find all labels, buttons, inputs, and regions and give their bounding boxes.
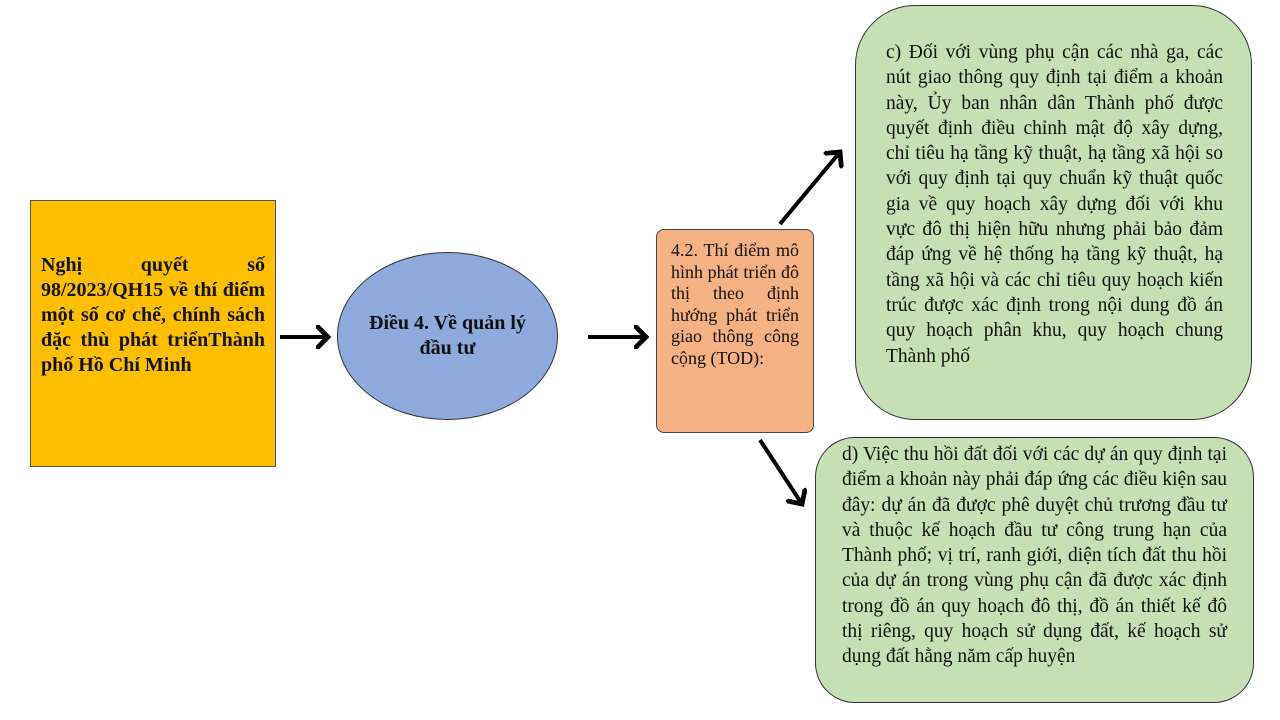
resolution-box: Nghị quyết số 98/2023/QH15 về thí điểm m… <box>30 200 276 467</box>
arrow-tod-to-c <box>778 152 840 226</box>
tod-box: 4.2. Thí điểm mô hình phát triển đô thị … <box>656 229 814 433</box>
article-4-label: Điều 4. Về quản lý đầu tư <box>369 312 526 359</box>
arrow-tod-to-d <box>758 438 802 504</box>
point-c-box: c) Đối với vùng phụ cận các nhà ga, các … <box>855 5 1252 420</box>
point-d-box: d) Việc thu hồi đất đối với các dự án qu… <box>815 437 1254 703</box>
article-4-ellipse: Điều 4. Về quản lý đầu tư <box>337 252 558 420</box>
